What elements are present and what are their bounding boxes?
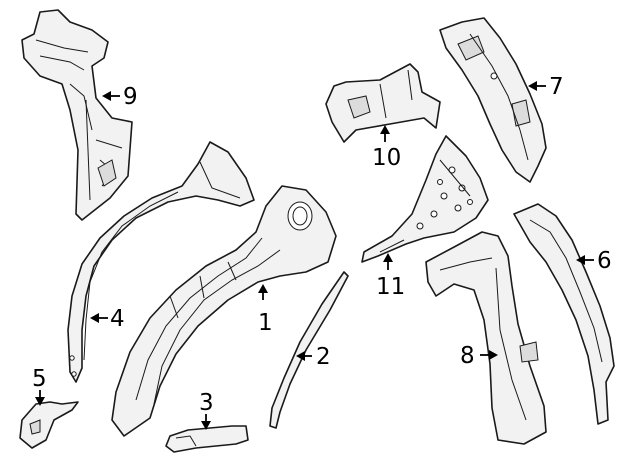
callout-7: 7 [549,74,564,100]
part-10-bracket [325,63,441,143]
leader-lines [35,81,594,430]
callout-3: 3 [199,390,214,416]
callout-8: 8 [460,343,475,369]
callout-1: 1 [258,310,273,336]
part-9-pillar [21,9,133,221]
part-8-rear-pillar [425,231,547,445]
part-2-seal-strip [269,271,349,429]
callout-5: 5 [32,366,47,392]
part-6-rail [513,203,615,425]
callout-2: 2 [316,344,331,370]
part-5-clip [19,401,79,449]
part-4-wheelhouse-outer [67,141,255,383]
part-1-wheelhouse-inner [111,185,337,437]
part-3-bracket [165,425,249,453]
callout-11: 11 [376,274,405,300]
callout-10: 10 [372,145,401,171]
callout-9: 9 [123,84,138,110]
callout-6: 6 [597,248,612,274]
callout-4: 4 [110,306,125,332]
part-11-perforated-panel [361,135,489,263]
part-7-rear-panel [439,17,547,183]
